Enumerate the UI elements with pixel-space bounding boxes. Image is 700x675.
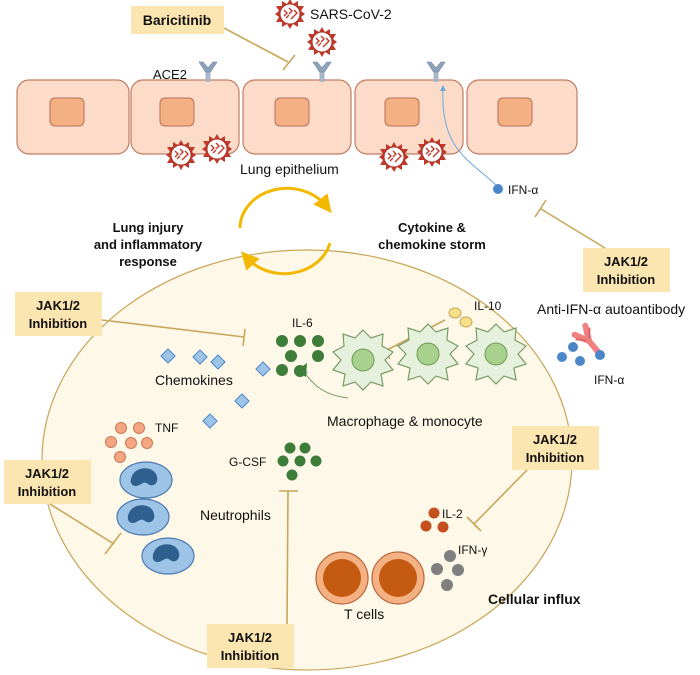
- jak-label-line2: Inhibition: [526, 450, 585, 465]
- epithelial-nucleus: [274, 97, 310, 127]
- ace2-receptor-icon: [312, 61, 332, 83]
- jak-label-line2: Inhibition: [29, 316, 88, 331]
- jak-label-line1: JAK1/2: [228, 630, 272, 645]
- ifn-inhibition-line: [534, 199, 606, 249]
- baricitinib-label: Baricitinib: [143, 12, 211, 28]
- epithelial-nucleus: [49, 97, 85, 127]
- epithelial-nucleus: [159, 97, 195, 127]
- epithelial-nucleus: [384, 97, 420, 127]
- gcsf-inhibition-line: [279, 490, 298, 625]
- tcell-inhibition-line: [466, 469, 528, 532]
- jak-label-line1: JAK1/2: [36, 298, 80, 313]
- ace2-receptor-icon: [426, 61, 446, 83]
- lung-injury-label-3: response: [119, 254, 177, 269]
- neutrophil-inhibition-line: [49, 503, 122, 555]
- il6-inhibition-line: [101, 319, 246, 347]
- sars-cov-2-label: SARS-CoV-2: [310, 6, 392, 22]
- jak-inhibition-box-ifn: [583, 248, 670, 292]
- ifn-gamma-cluster: [431, 550, 464, 591]
- t-cell-icon: [371, 551, 425, 605]
- t-cell-icon: [315, 551, 369, 605]
- anti-ifn-autoantibody-label: Anti-IFN-α autoantibody: [537, 301, 685, 317]
- inflammation-cycle-arrow: [238, 186, 332, 276]
- il10-molecule: [459, 316, 473, 328]
- neutrophil-icon: [116, 498, 170, 536]
- macrophage-label: Macrophage & monocyte: [327, 413, 483, 429]
- t-cells-label: T cells: [344, 606, 384, 622]
- cellular-influx-label: Cellular influx: [488, 591, 581, 607]
- jak-label-line1: JAK1/2: [533, 432, 577, 447]
- jak-label-line1: JAK1/2: [604, 254, 648, 269]
- chemokines-label: Chemokines: [155, 372, 233, 388]
- tnf-label: TNF: [155, 421, 178, 435]
- jak-inhibition-box-neutrophils: [4, 460, 91, 504]
- neutrophils-label: Neutrophils: [200, 507, 271, 523]
- lung-epithelium-label: Lung epithelium: [240, 161, 339, 177]
- il6-arrowhead: [296, 363, 307, 377]
- jak-label-line2: Inhibition: [597, 272, 656, 287]
- jak-inhibition-box-il6: [15, 292, 102, 336]
- jak-label-line1: JAK1/2: [25, 466, 69, 481]
- ifn-alpha-secretion-arrow: [439, 85, 498, 187]
- lung-injury-label-1: Lung injury: [113, 220, 185, 235]
- cytokine-storm-label-1: Cytokine &: [398, 220, 466, 235]
- neutrophil-icon: [141, 537, 195, 575]
- ifn-alpha-molecule: [557, 352, 567, 362]
- il6-label: IL-6: [292, 316, 313, 330]
- ifn-gamma-label: IFN-γ: [458, 543, 487, 557]
- ifn-alpha-molecule: [493, 184, 503, 194]
- baricitinib-box: [131, 6, 224, 34]
- neutrophil-icon: [119, 461, 173, 499]
- cytokine-storm-label-2: chemokine storm: [378, 237, 486, 252]
- ace2-label: ACE2: [153, 67, 187, 82]
- jak-inhibition-box-tcells: [512, 426, 599, 470]
- il2-label: IL-2: [442, 507, 463, 521]
- jak-label-line2: Inhibition: [221, 648, 280, 663]
- ifn-alpha-top-label: IFN-α: [508, 183, 538, 197]
- gcsf-label: G-CSF: [229, 455, 266, 469]
- lung-injury-label-2: and inflammatory: [94, 237, 203, 252]
- il10-molecule: [448, 307, 462, 319]
- jak-inhibition-box-gcsf: [207, 624, 294, 668]
- gcsf-cluster: [277, 442, 322, 481]
- virus-icon: [274, 0, 306, 30]
- ace2-receptor-icon: [198, 61, 218, 83]
- baricitinib-inhibition-line: [223, 27, 296, 71]
- il10-label: IL-10: [474, 299, 502, 313]
- ifn-alpha-molecule: [568, 342, 578, 352]
- lung-epithelium-layer: [16, 79, 578, 155]
- epithelial-nucleus: [497, 97, 533, 127]
- virus-icon: [306, 26, 338, 58]
- tnf-cluster: [105, 422, 153, 463]
- il2-cluster: [420, 507, 449, 533]
- jak-label-line2: Inhibition: [18, 484, 77, 499]
- ifn-alpha-molecule: [595, 350, 605, 360]
- ifn-alpha-molecule: [575, 356, 585, 366]
- ifn-alpha-right-label: IFN-α: [594, 373, 624, 387]
